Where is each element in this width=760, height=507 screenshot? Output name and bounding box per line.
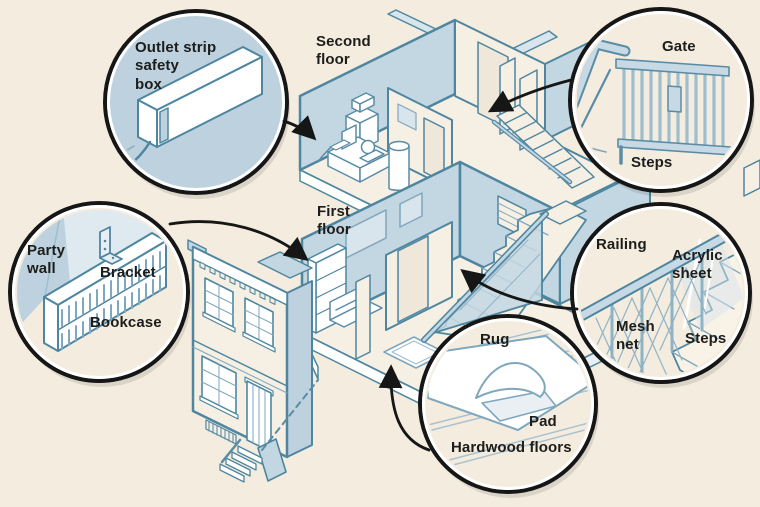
mesh-net-label: Mesh net	[616, 318, 655, 354]
first-floor-label: First floor	[317, 203, 351, 239]
arrow-outlet-to-second-floor	[282, 115, 317, 141]
office-furniture	[327, 92, 410, 191]
hardwood-floors-label: Hardwood floors	[451, 439, 572, 456]
mesh-net-lattice	[591, 261, 707, 375]
l-bracket	[99, 226, 123, 265]
facade-windows	[199, 277, 276, 420]
rug-pad-illustration	[427, 323, 589, 470]
brownstone-facade-illustration	[187, 239, 313, 483]
facade-alignment-dashed-line	[261, 379, 319, 451]
party-wall-label: Party wall	[27, 242, 66, 278]
bookcase-label: Bookcase	[90, 314, 162, 331]
stair-steps-label: Steps	[685, 330, 727, 347]
bookcase-bracket-illustration	[17, 210, 181, 352]
callout-outlet-strip-safety-box	[103, 9, 290, 199]
right-edge-wall-fragment	[743, 159, 760, 197]
upper-staircase	[491, 104, 595, 189]
arrow-rug-to-entry-floor	[378, 364, 431, 452]
acrylic-sheet-label: Acrylic sheet	[672, 247, 723, 283]
arrow-gate-to-stair-top	[487, 78, 573, 113]
outlet-strip-label: Outlet strip safety box	[135, 39, 217, 93]
gate-steps-label: Steps	[631, 154, 673, 171]
outlet-strip-target	[317, 139, 351, 163]
callout-rug-pad	[418, 314, 599, 498]
stoop-steps	[219, 438, 287, 483]
railing-label: Railing	[596, 236, 647, 253]
rug-label: Rug	[480, 331, 510, 348]
stair-netting-illustration	[579, 218, 743, 375]
arrow-bracket-to-bookcase	[168, 220, 309, 261]
anchored-bookcase	[307, 243, 347, 334]
house-cutaway-illustration	[187, 9, 760, 483]
facade-door	[244, 376, 274, 453]
callout-stair-safety	[570, 202, 753, 388]
callout-bookcase-bracket	[8, 201, 191, 387]
gate-label: Gate	[662, 38, 696, 55]
bracket-label: Bracket	[100, 264, 156, 281]
arrow-netting-to-stairs	[460, 269, 579, 311]
callout-stair-gate	[568, 7, 755, 197]
pad-label: Pad	[529, 413, 557, 430]
second-floor-label: Second floor	[316, 33, 371, 69]
